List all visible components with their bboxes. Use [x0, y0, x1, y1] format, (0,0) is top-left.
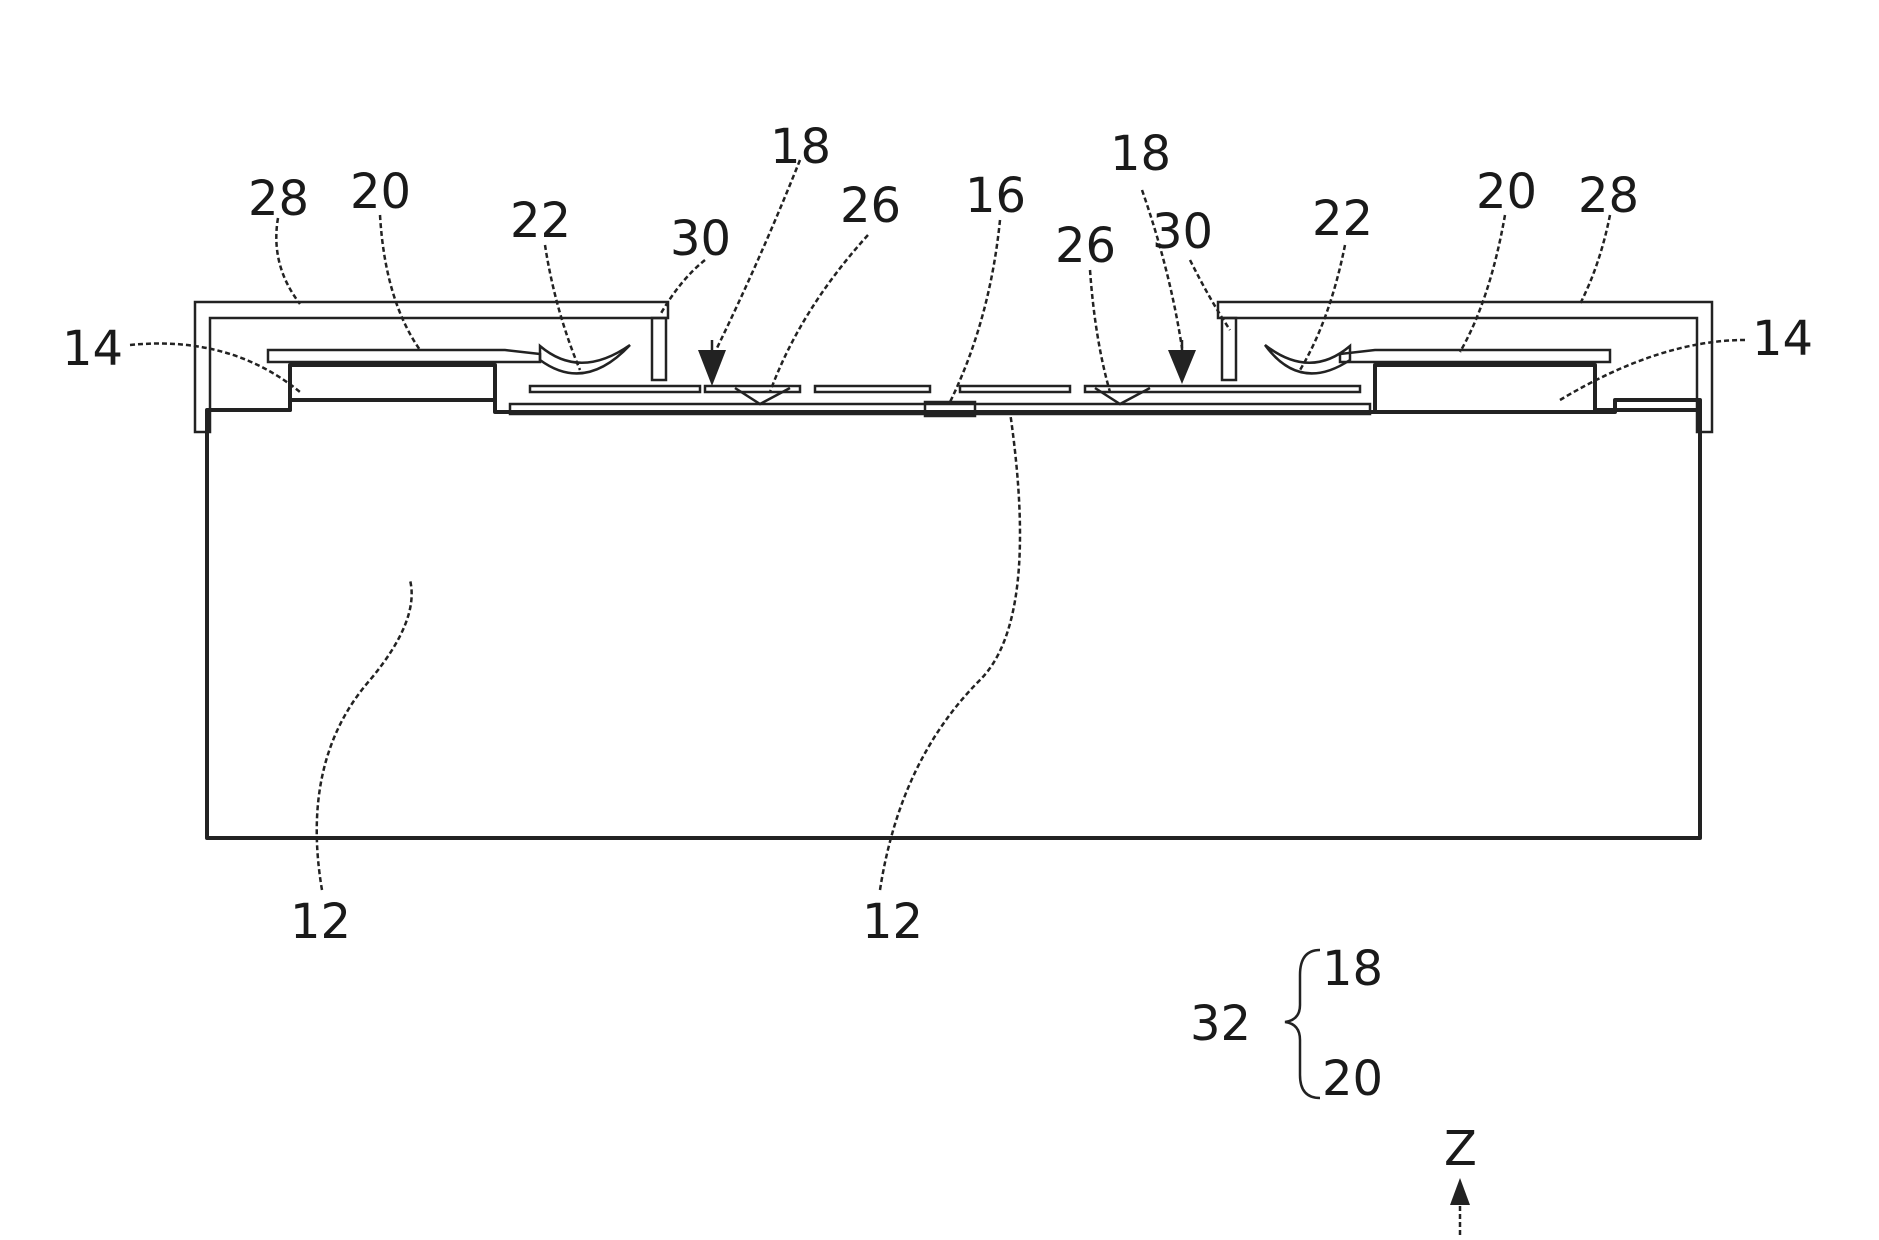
label-contact-right: 26	[1055, 218, 1116, 274]
label-spring-right: 22	[1312, 191, 1373, 247]
leader-body-center	[880, 412, 1020, 890]
legend-group-label: 32	[1190, 996, 1251, 1052]
plate-right	[1340, 350, 1610, 362]
legend-member-a: 18	[1322, 941, 1383, 997]
label-terminal-right: 18	[1110, 126, 1171, 182]
post-right	[1222, 318, 1236, 380]
terminal-right	[1085, 386, 1360, 392]
leader-cap-right	[1580, 215, 1610, 304]
label-recess-right: 14	[1752, 311, 1813, 367]
z-axis-arrow-icon	[1450, 1178, 1470, 1205]
label-spring-left: 22	[510, 193, 571, 249]
contact-left	[735, 388, 790, 404]
leader-spring-right	[1300, 245, 1345, 370]
leader-post-right	[1190, 260, 1230, 330]
label-body-center: 12	[862, 894, 923, 950]
label-cap-left: 28	[248, 171, 309, 227]
recess-left	[207, 365, 495, 412]
label-post-right: 30	[1152, 204, 1213, 260]
recess-right	[1375, 365, 1700, 412]
base-body	[207, 400, 1700, 838]
legend-brace	[1285, 950, 1320, 1098]
label-body-left: 12	[290, 894, 351, 950]
label-contact-left: 26	[840, 178, 901, 234]
leader-contact-left	[770, 235, 868, 392]
plate-left	[268, 350, 540, 362]
label-post-left: 30	[670, 211, 731, 267]
leader-plate-left	[380, 215, 420, 350]
terminal-left	[530, 386, 700, 392]
terminal-arrow-left	[698, 350, 726, 386]
leader-plate-right	[1460, 215, 1505, 352]
leader-spring-left	[545, 245, 580, 370]
axis-z-label: Z	[1444, 1121, 1477, 1177]
label-cap-right: 28	[1578, 168, 1639, 224]
post-left	[652, 318, 666, 380]
contact-right	[1095, 388, 1150, 404]
center-strip-left	[815, 386, 930, 392]
leader-contact-right	[1090, 270, 1110, 392]
leader-center	[950, 220, 1000, 402]
leader-cap-left	[276, 218, 300, 304]
leader-body-left	[317, 580, 412, 890]
label-recess-left: 14	[62, 321, 123, 377]
label-center: 16	[965, 168, 1026, 224]
label-terminal-left: 18	[770, 119, 831, 175]
legend-member-b: 20	[1322, 1051, 1383, 1107]
terminal-arrow-right	[1168, 350, 1196, 384]
spring-left	[540, 345, 630, 373]
label-plate-right: 20	[1476, 164, 1537, 220]
label-plate-left: 20	[350, 164, 411, 220]
center-strip-right	[960, 386, 1070, 392]
